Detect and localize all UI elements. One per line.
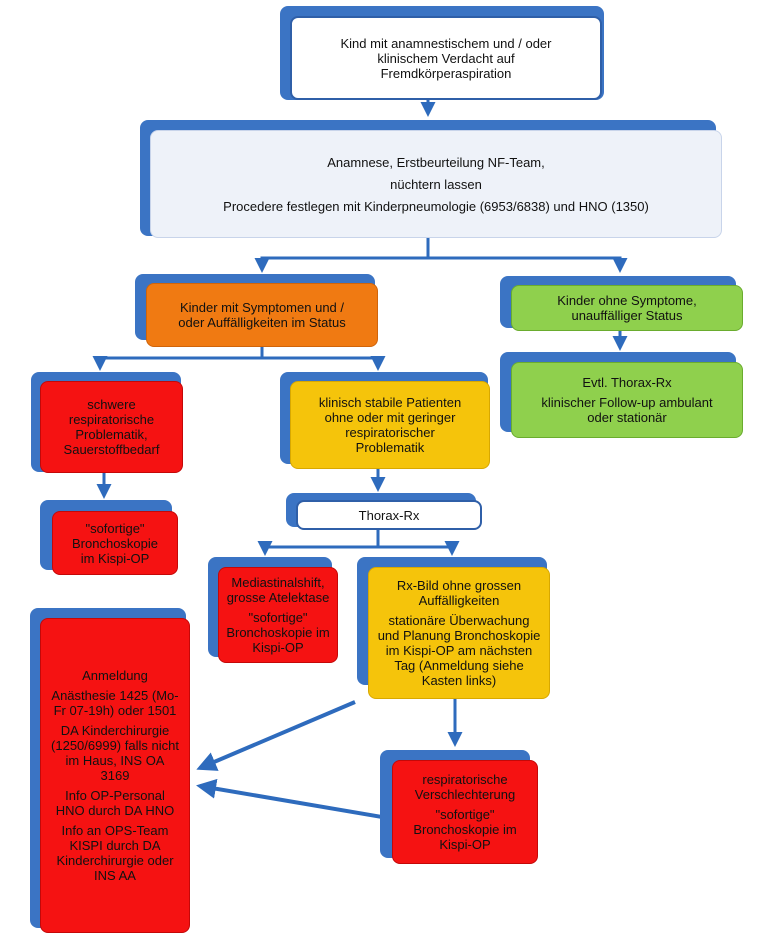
symptomatic-line-1: Kinder mit Symptomen und / [179,300,345,315]
registration-pediatric-surgery: DA Kinderchirurgie (1250/6999) falls nic… [51,723,179,783]
rx-normal-line-2: stationäre Überwachung und Planung Bronc… [377,613,541,688]
connector-thorax-split [257,530,380,556]
immediate-line-2: Bronchoskopie [72,535,158,551]
stable-box: klinisch stabile Patienten ohne oder mit… [290,381,490,469]
mediastinal-box: Mediastinalshift, grosse Atelektase "sof… [218,567,338,663]
registration-title: Anmeldung [82,668,148,683]
mediastinal-line-2: "sofortige" Bronchoskopie im Kispi-OP [226,610,330,655]
symptomatic-line-2: oder Auffälligkeiten im Status [178,315,346,330]
thorax-label: Thorax-Rx [358,507,420,523]
followup-line-1: Evtl. Thorax-Rx [582,375,672,390]
severe-line-2: respiratorische [68,412,155,427]
registration-op-staff: Info OP-Personal HNO durch DA HNO [55,788,175,818]
immediate-line-1: "sofortige" [85,520,145,536]
connector-rx-normal-registration [196,700,356,771]
symptomatic-box: Kinder mit Symptomen und / oder Auffälli… [146,283,378,347]
connector-assessment-right [428,256,628,273]
immediate-bronchoscopy-box: "sofortige" Bronchoskopie im Kispi-OP [52,511,178,575]
stable-line-2: ohne oder mit geringer [324,410,456,425]
registration-anesthesia: Anästhesie 1425 (Mo-Fr 07-19h) oder 1501 [51,688,179,718]
immediate-line-3: im Kispi-OP [80,550,150,566]
severe-line-1: schwere [87,397,136,412]
followup-line-2: klinischer Follow-up ambulant oder stati… [541,395,713,425]
connector-assessment-split [254,238,430,273]
thorax-box: Thorax-Rx [296,500,482,530]
connector-symptomatic-stable [262,356,386,371]
asymptomatic-box: Kinder ohne Symptome, unauffälliger Stat… [511,285,743,331]
start-line-1: Kind mit anamnestischem und / oder [340,35,552,51]
start-line-3: Fremdkörperaspiration [380,65,512,81]
stable-line-1: klinisch stabile Patienten [318,395,462,410]
severe-line-4: Sauerstoffbedarf [63,442,160,457]
start-line-2: klinischem Verdacht auf [377,50,515,66]
assessment-line-1: Anamnese, Erstbeurteilung NF-Team, [327,154,545,170]
asymptomatic-line-2: unauffälliger Status [571,308,683,323]
rx-normal-line-1: Rx-Bild ohne grossen Auffälligkeiten [396,578,522,608]
assessment-line-3: Procedere festlegen mit Kinderpneumologi… [223,198,649,214]
mediastinal-line-1: Mediastinalshift, grosse Atelektase [226,575,330,605]
start-box: Kind mit anamnestischem und / oder klini… [290,16,602,100]
stable-line-3: respiratorischer [345,425,435,440]
severe-box: schwere respiratorische Problematik, Sau… [40,381,183,473]
worsening-line-1: respiratorische Verschlechterung [414,772,516,802]
assessment-line-2: nüchtern lassen [390,176,482,192]
registration-ops-team: Info an OPS-Team KISPI durch DA Kinderch… [56,823,174,883]
assessment-box: Anamnese, Erstbeurteilung NF-Team, nücht… [150,130,722,238]
stable-line-4: Problematik [355,440,425,455]
connector-worsening-registration [196,778,389,820]
worsening-line-2: "sofortige" Bronchoskopie im Kispi-OP [413,807,517,852]
rx-normal-box: Rx-Bild ohne grossen Auffälligkeiten sta… [368,567,550,699]
worsening-box: respiratorische Verschlechterung "sofort… [392,760,538,864]
asymptomatic-line-1: Kinder ohne Symptome, [557,293,697,308]
registration-box: Anmeldung Anästhesie 1425 (Mo-Fr 07-19h)… [40,618,190,933]
connector-thorax-rx-normal [378,541,460,556]
followup-box: Evtl. Thorax-Rx klinischer Follow-up amb… [511,362,743,438]
connector-symptomatic-split [92,347,264,371]
severe-line-3: Problematik, [75,427,148,442]
